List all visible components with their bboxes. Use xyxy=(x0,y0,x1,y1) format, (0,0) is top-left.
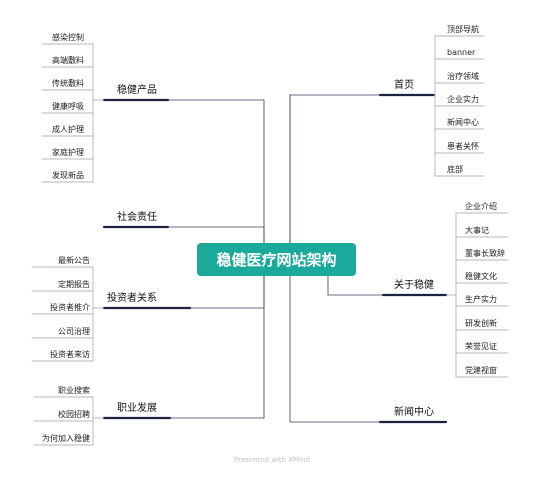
leaf-investor-1[interactable]: 定期报告 xyxy=(58,280,90,289)
branch-social[interactable]: 社会责任 xyxy=(117,212,157,223)
leaf-home-1[interactable]: banner xyxy=(447,48,476,57)
leaf-about-0[interactable]: 企业介绍 xyxy=(465,202,497,211)
leaf-investor-3[interactable]: 公司治理 xyxy=(58,327,90,336)
leaf-home-3[interactable]: 企业实力 xyxy=(447,95,479,104)
leaf-products-5[interactable]: 家庭护理 xyxy=(52,148,84,157)
central-topic[interactable]: 稳健医疗网站架构 xyxy=(197,243,356,276)
leaf-about-3[interactable]: 稳健文化 xyxy=(465,272,497,281)
leaf-about-7[interactable]: 党建视窗 xyxy=(465,366,497,375)
xmind-watermark: Presented with XMind xyxy=(234,456,310,464)
branch-investor[interactable]: 投资者关系 xyxy=(107,293,157,304)
leaf-investor-0[interactable]: 最新公告 xyxy=(58,256,90,265)
leaf-investor-4[interactable]: 投资者来访 xyxy=(50,350,90,359)
leaf-products-3[interactable]: 健康呼吸 xyxy=(52,102,84,111)
leaf-products-6[interactable]: 发现新品 xyxy=(52,171,84,180)
connector-lines xyxy=(31,35,509,446)
leaf-about-2[interactable]: 董事长致辞 xyxy=(465,249,505,258)
leaf-products-1[interactable]: 高端敷料 xyxy=(52,56,84,65)
branch-products[interactable]: 稳健产品 xyxy=(117,85,157,96)
leaf-career-0[interactable]: 职业搜索 xyxy=(58,386,90,395)
leaf-products-4[interactable]: 成人护理 xyxy=(52,125,84,134)
leaf-home-4[interactable]: 新闻中心 xyxy=(447,118,479,127)
leaf-home-5[interactable]: 患者关怀 xyxy=(447,142,479,151)
leaf-products-0[interactable]: 感染控制 xyxy=(52,33,84,42)
leaf-home-2[interactable]: 治疗领域 xyxy=(447,72,479,81)
leaf-about-6[interactable]: 荣誉见证 xyxy=(465,342,497,351)
leaf-about-4[interactable]: 生产实力 xyxy=(465,295,497,304)
leaf-about-5[interactable]: 研发创新 xyxy=(465,319,497,328)
leaf-about-1[interactable]: 大事记 xyxy=(465,226,489,235)
branch-about[interactable]: 关于稳健 xyxy=(394,280,434,291)
leaf-home-0[interactable]: 顶部导航 xyxy=(447,25,479,34)
branch-news[interactable]: 新闻中心 xyxy=(394,407,434,418)
leaf-products-2[interactable]: 传统敷料 xyxy=(52,79,84,88)
leaf-home-6[interactable]: 底部 xyxy=(447,165,463,174)
branch-home[interactable]: 首页 xyxy=(394,80,414,91)
leaf-career-1[interactable]: 校园招聘 xyxy=(58,410,90,419)
branch-career[interactable]: 职业发展 xyxy=(117,403,157,414)
leaf-investor-2[interactable]: 投资者推介 xyxy=(50,303,90,312)
leaf-career-2[interactable]: 为何加入稳健 xyxy=(42,434,90,443)
